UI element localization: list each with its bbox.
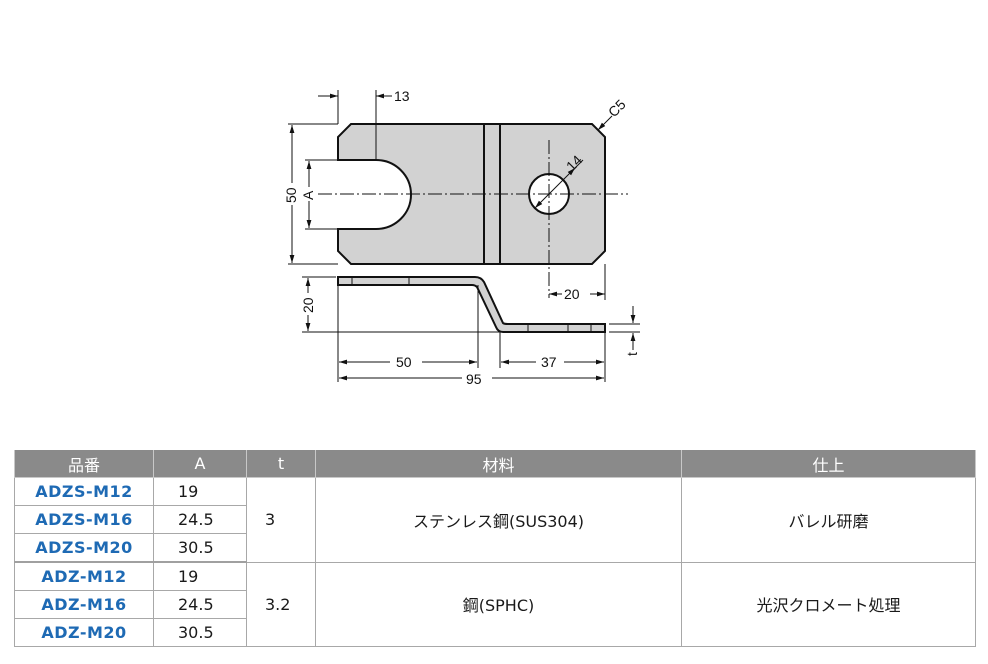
dim-thickness: t (624, 352, 640, 356)
material-value: ステンレス鋼(SUS304) (315, 477, 682, 563)
dim-height: 50 (283, 187, 299, 203)
dim-lower-flange: 37 (541, 354, 557, 370)
table-header-row: 品番 A t 材料 仕上 (14, 450, 976, 478)
part-code: ADZS-M20 (14, 533, 154, 563)
header-part-number: 品番 (14, 450, 154, 478)
table-row: ADZS-M20 30.5 (14, 533, 976, 563)
part-code: ADZ-M12 (14, 561, 154, 591)
table-row: ADZS-M16 24.5 (14, 505, 976, 534)
spec-table: 品番 A t 材料 仕上 ADZS-M12 19 3 ステンレス鋼(SUS304… (14, 450, 976, 647)
table-row: ADZ-M20 30.5 (14, 618, 976, 647)
top-view: 14 13 C5 50 A (283, 88, 629, 302)
technical-drawing: 14 13 C5 50 A (283, 88, 640, 387)
t-value: 3 (246, 477, 316, 563)
a-value: 19 (153, 561, 247, 591)
dim-slot-width: A (300, 190, 316, 200)
part-code: ADZS-M16 (14, 505, 154, 534)
a-value: 30.5 (153, 618, 247, 647)
part-code: ADZS-M12 (14, 477, 154, 506)
dim-overall-length: 95 (466, 371, 482, 387)
header-a: A (153, 450, 247, 478)
dim-upper-flange: 50 (396, 354, 412, 370)
table-row: ADZ-M16 24.5 (14, 590, 976, 619)
finish-value: 光沢クロメート処理 (681, 561, 976, 647)
finish-value: バレル研磨 (681, 477, 976, 563)
part-code: ADZ-M16 (14, 590, 154, 619)
dim-chamfer: C5 (605, 96, 629, 120)
a-value: 19 (153, 477, 247, 506)
header-t: t (246, 450, 316, 478)
a-value: 30.5 (153, 533, 247, 563)
header-material: 材料 (315, 450, 682, 478)
table-row: ADZ-M12 19 3.2 鋼(SPHC) 光沢クロメート処理 (14, 561, 976, 647)
bracket-drawing-svg: 14 13 C5 50 A (283, 88, 640, 387)
header-finish: 仕上 (681, 450, 976, 478)
part-code: ADZ-M20 (14, 618, 154, 647)
a-value: 24.5 (153, 590, 247, 619)
dim-step-height: 20 (300, 297, 316, 313)
dim-slot-offset: 13 (394, 88, 410, 104)
plate-outline (337, 123, 606, 265)
a-value: 24.5 (153, 505, 247, 534)
t-value: 3.2 (246, 561, 316, 647)
side-view: 20 50 37 95 t (300, 276, 640, 387)
dim-hole-to-edge: 20 (564, 286, 580, 302)
material-value: 鋼(SPHC) (315, 561, 682, 647)
table-row: ADZS-M12 19 3 ステンレス鋼(SUS304) バレル研磨 (14, 477, 976, 563)
